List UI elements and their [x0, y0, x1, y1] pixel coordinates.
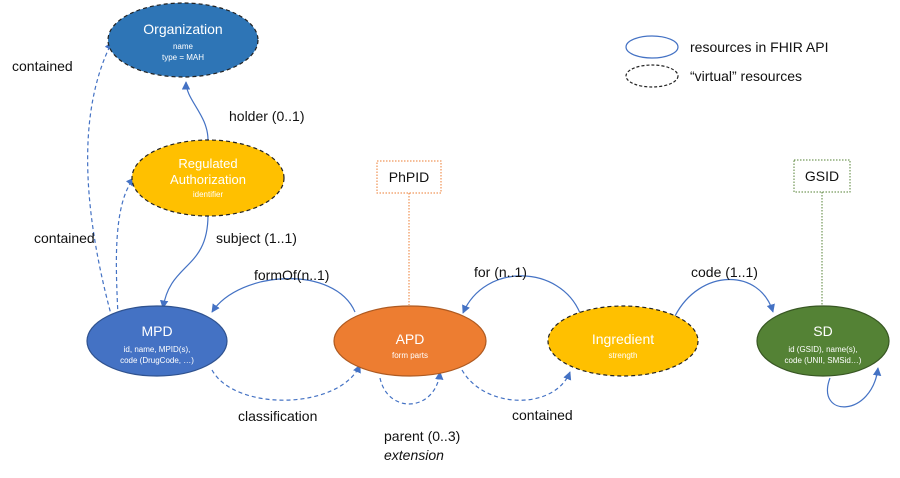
- label-formof: formOf(n..1): [254, 267, 329, 283]
- node-organization-title: Organization: [143, 21, 222, 37]
- legend-dashed-swatch: [625, 64, 679, 88]
- legend-solid-label: resources in FHIR API: [690, 39, 829, 55]
- edge-holder: [181, 81, 209, 141]
- node-mpd-shape: [86, 305, 228, 377]
- node-organization-sub1: name: [173, 42, 194, 51]
- external-id-phpid-box: [376, 160, 442, 194]
- label-parent: parent (0..3): [384, 428, 460, 444]
- node-sd-sub2: code (UNII, SMSid…): [785, 356, 862, 365]
- node-mpd-sub2: code (DrugCode, …): [120, 356, 194, 365]
- node-organization-sub2: type = MAH: [162, 53, 204, 62]
- label-contained-top: contained: [12, 58, 73, 74]
- external-id-gsid-box: [793, 159, 851, 193]
- edge-code: [674, 278, 775, 317]
- legend: resources in FHIR API “virtual” resource…: [625, 35, 829, 88]
- node-sd-title: SD: [813, 323, 832, 339]
- edge-sd-self-loop: [827, 367, 882, 408]
- label-subject: subject (1..1): [216, 230, 297, 246]
- label-extension: extension: [384, 447, 444, 463]
- node-apd-title: APD: [396, 331, 425, 347]
- node-mpd-sub1: id, name, MPID(s),: [124, 345, 191, 354]
- legend-solid-swatch: [625, 35, 679, 59]
- external-id-phpid: PhPID: [376, 160, 442, 194]
- external-id-gsid: GSID: [793, 159, 851, 193]
- node-organization-shape: [107, 2, 259, 78]
- label-classification: classification: [238, 408, 317, 424]
- edge-for: [462, 275, 581, 314]
- label-contained-bottom: contained: [512, 407, 573, 423]
- node-regulated-authorization-shape: [131, 139, 285, 217]
- external-id-phpid-label: PhPID: [389, 169, 429, 185]
- node-mpd[interactable]: MPD id, name, MPID(s), code (DrugCode, ……: [86, 305, 228, 377]
- edge-subject: [159, 214, 209, 309]
- node-regulated-authorization-title2: Authorization: [170, 172, 246, 187]
- node-apd-shape: [333, 305, 487, 377]
- label-for: for (n..1): [474, 264, 527, 280]
- edge-contained-apd-ingredient: [461, 369, 572, 401]
- node-sd-shape: [756, 305, 890, 377]
- edge-contained-mpd-organization: [87, 41, 113, 319]
- edge-classification: [211, 364, 361, 401]
- node-ingredient-title: Ingredient: [592, 331, 654, 347]
- node-regulated-authorization-title1: Regulated: [178, 156, 237, 171]
- node-ingredient[interactable]: Ingredient strength: [547, 305, 699, 377]
- legend-dashed-label: “virtual” resources: [690, 68, 802, 84]
- node-sd-sub1: id (GSID), name(s),: [788, 345, 857, 354]
- node-ingredient-sub1: strength: [609, 351, 638, 360]
- node-apd-sub1: form parts: [392, 351, 428, 360]
- node-organization[interactable]: Organization name type = MAH: [107, 2, 259, 78]
- label-contained-mid: contained: [34, 230, 95, 246]
- node-sd[interactable]: SD id (GSID), name(s), code (UNII, SMSid…: [756, 305, 890, 377]
- label-holder: holder (0..1): [229, 108, 304, 124]
- node-apd[interactable]: APD form parts: [333, 305, 487, 377]
- external-id-gsid-label: GSID: [805, 168, 839, 184]
- edge-formof: [211, 278, 356, 313]
- node-ingredient-shape: [547, 305, 699, 377]
- label-code: code (1..1): [691, 264, 758, 280]
- edge-contained-mpd-regulated-authorization: [115, 177, 135, 317]
- node-mpd-title: MPD: [141, 323, 172, 339]
- node-regulated-authorization-sub1: identifier: [193, 190, 224, 199]
- edge-parent: [379, 371, 444, 405]
- node-regulated-authorization[interactable]: Regulated Authorization identifier: [131, 139, 285, 217]
